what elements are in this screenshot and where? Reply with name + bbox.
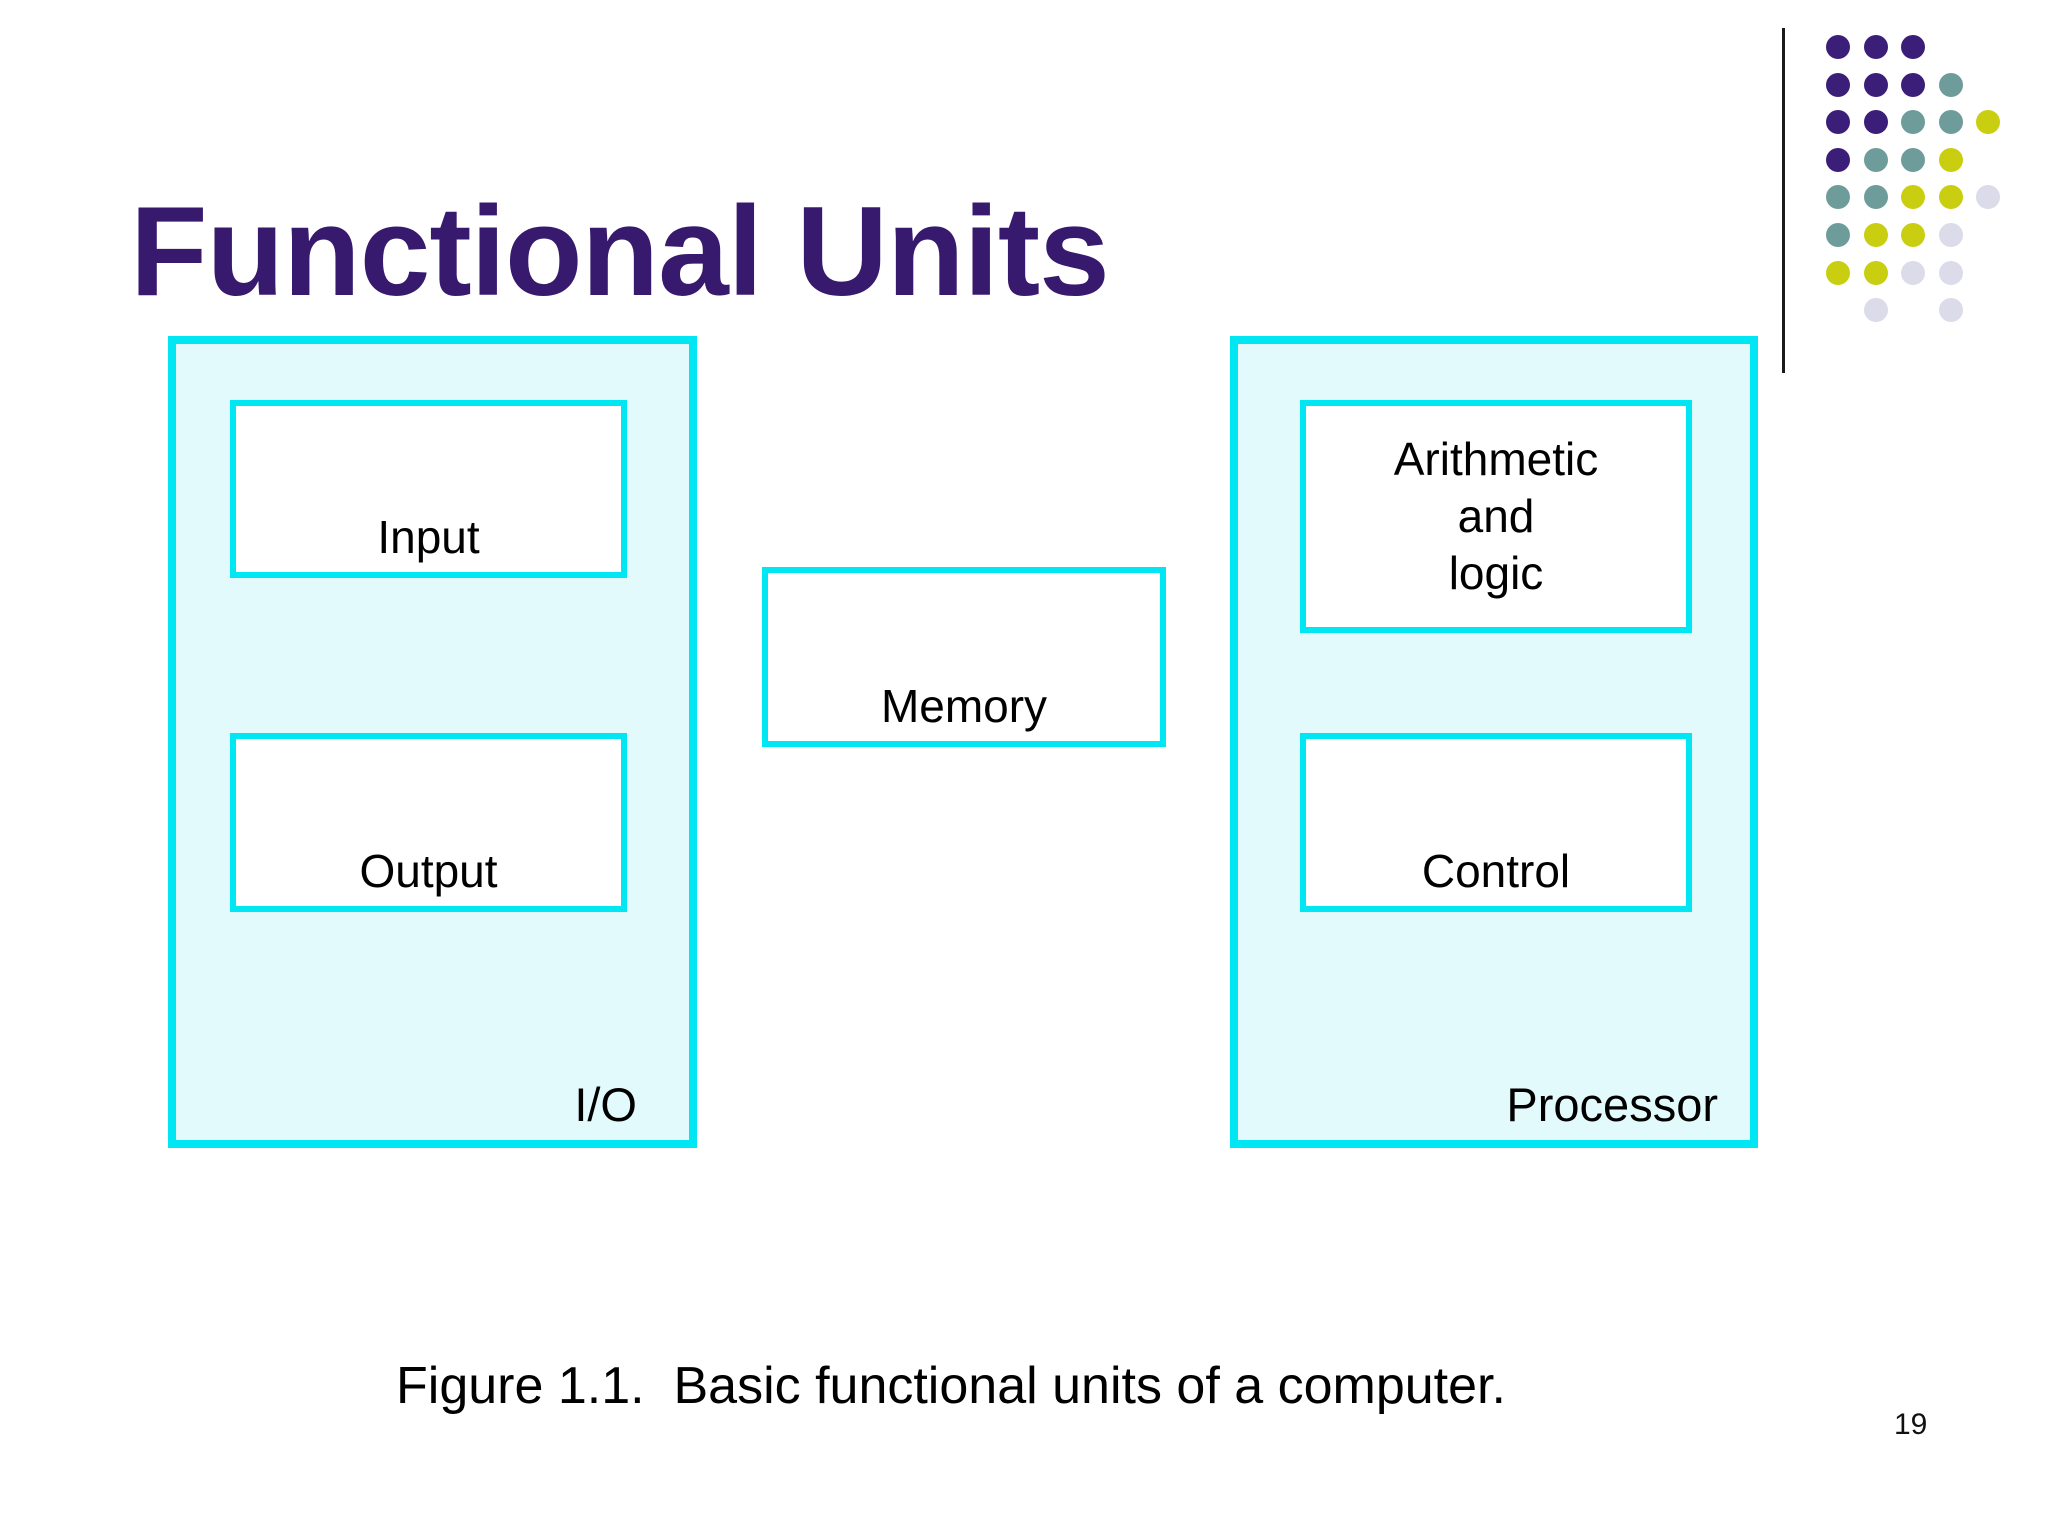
- io-unit-label: I/O: [574, 1078, 637, 1131]
- decorative-dot: [1826, 260, 1850, 285]
- control-label: Control: [1421, 845, 1571, 897]
- decorative-dot: [1826, 35, 1850, 59]
- slide-title: Functional Units: [130, 180, 1110, 322]
- decorative-dot: [1901, 147, 1926, 172]
- decorative-vertical-line: [1782, 28, 1785, 373]
- decorative-dot: [1863, 35, 1888, 59]
- processor-label: Processor: [1506, 1078, 1718, 1131]
- decorative-dot: [1938, 185, 1963, 210]
- decorative-dot: [1863, 223, 1888, 247]
- decorative-dot: [1901, 72, 1926, 97]
- decorative-dot: [1901, 223, 1926, 247]
- decorative-dot: [1826, 223, 1850, 247]
- memory-box: Memory: [762, 567, 1166, 747]
- page-number: 19: [1894, 1408, 1928, 1441]
- decorative-dot: [1863, 298, 1888, 323]
- decorative-dot: [1826, 147, 1850, 172]
- decorative-dot: [1826, 110, 1850, 135]
- output-box: Output: [230, 733, 627, 912]
- decorative-dot: [1938, 110, 1963, 135]
- decorative-dot: [1938, 298, 1963, 323]
- memory-label: Memory: [880, 680, 1048, 732]
- decorative-dot: [1901, 110, 1926, 135]
- decorative-dot: [1826, 72, 1850, 97]
- decorative-dot: [1938, 223, 1963, 247]
- decorative-dot: [1976, 110, 2001, 135]
- control-box: Control: [1300, 733, 1692, 912]
- output-label: Output: [359, 845, 498, 897]
- alu-line-2: and: [1457, 490, 1535, 542]
- decorative-dot: [1863, 185, 1888, 210]
- decorative-dot: [1863, 110, 1888, 135]
- input-label: Input: [377, 511, 480, 563]
- decorative-dot: [1938, 260, 1963, 285]
- decorative-dot: [1863, 260, 1888, 285]
- decorative-dot: [1901, 35, 1926, 59]
- decorative-dot: [1863, 147, 1888, 172]
- decorative-dot: [1901, 185, 1926, 210]
- decorative-dot: [1976, 185, 2001, 210]
- alu-line-1: Arithmetic: [1393, 433, 1599, 485]
- arithmetic-logic-box: Arithmetic and logic: [1300, 400, 1692, 633]
- figure-caption: Figure 1.1. Basic functional units of a …: [396, 1357, 1506, 1415]
- input-box: Input: [230, 400, 627, 578]
- decorative-dot: [1938, 147, 1963, 172]
- dots-decoration: [1826, 35, 2014, 335]
- decorative-dot: [1938, 72, 1963, 97]
- decorative-dot: [1863, 72, 1888, 97]
- decorative-dot: [1901, 260, 1926, 285]
- decorative-dot: [1826, 185, 1850, 210]
- alu-line-3: logic: [1448, 547, 1544, 599]
